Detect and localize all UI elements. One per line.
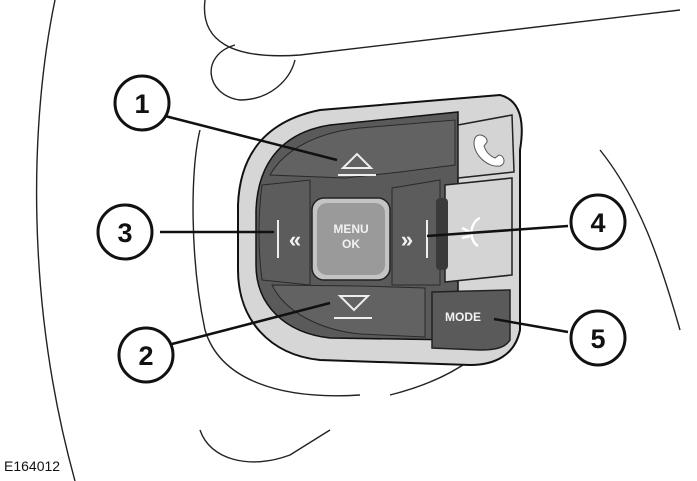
mode-label: MODE [445, 310, 481, 324]
leader-4 [426, 224, 569, 238]
leader-2 [171, 301, 331, 346]
callout-3: 3 [96, 203, 154, 261]
mode-button[interactable]: MODE [431, 289, 511, 351]
callout-5-number: 5 [590, 324, 605, 354]
down-button[interactable] [271, 284, 426, 338]
callout-1: 1 [113, 74, 171, 132]
ok-label: OK [342, 237, 360, 251]
callout-4-number: 4 [590, 208, 605, 238]
callout-2-number: 2 [138, 341, 153, 371]
up-arrow-icon [340, 152, 374, 169]
leader-1 [164, 114, 338, 162]
callout-2: 2 [117, 326, 175, 384]
callout-3-number: 3 [117, 218, 132, 248]
phone-button[interactable] [457, 114, 515, 179]
callout-5: 5 [569, 309, 627, 367]
menu-label: MENU [333, 222, 368, 236]
leader-lines [160, 114, 569, 346]
down-arrow-icon [337, 295, 371, 312]
figure-code: E164012 [4, 458, 61, 474]
phone-icon [473, 134, 505, 167]
left-arrows-icon: « [289, 227, 301, 252]
leader-5 [493, 317, 569, 334]
up-button[interactable] [269, 119, 456, 179]
voice-icon [461, 216, 481, 248]
callout-4: 4 [569, 193, 627, 251]
steering-wheel-outline [35, 0, 681, 481]
right-arrows-icon: » [401, 227, 413, 252]
right-button[interactable]: » [391, 179, 441, 286]
left-button[interactable]: « [258, 179, 311, 286]
callout-1-number: 1 [134, 89, 149, 119]
menu-ok-button[interactable]: MENU OK [311, 197, 391, 281]
